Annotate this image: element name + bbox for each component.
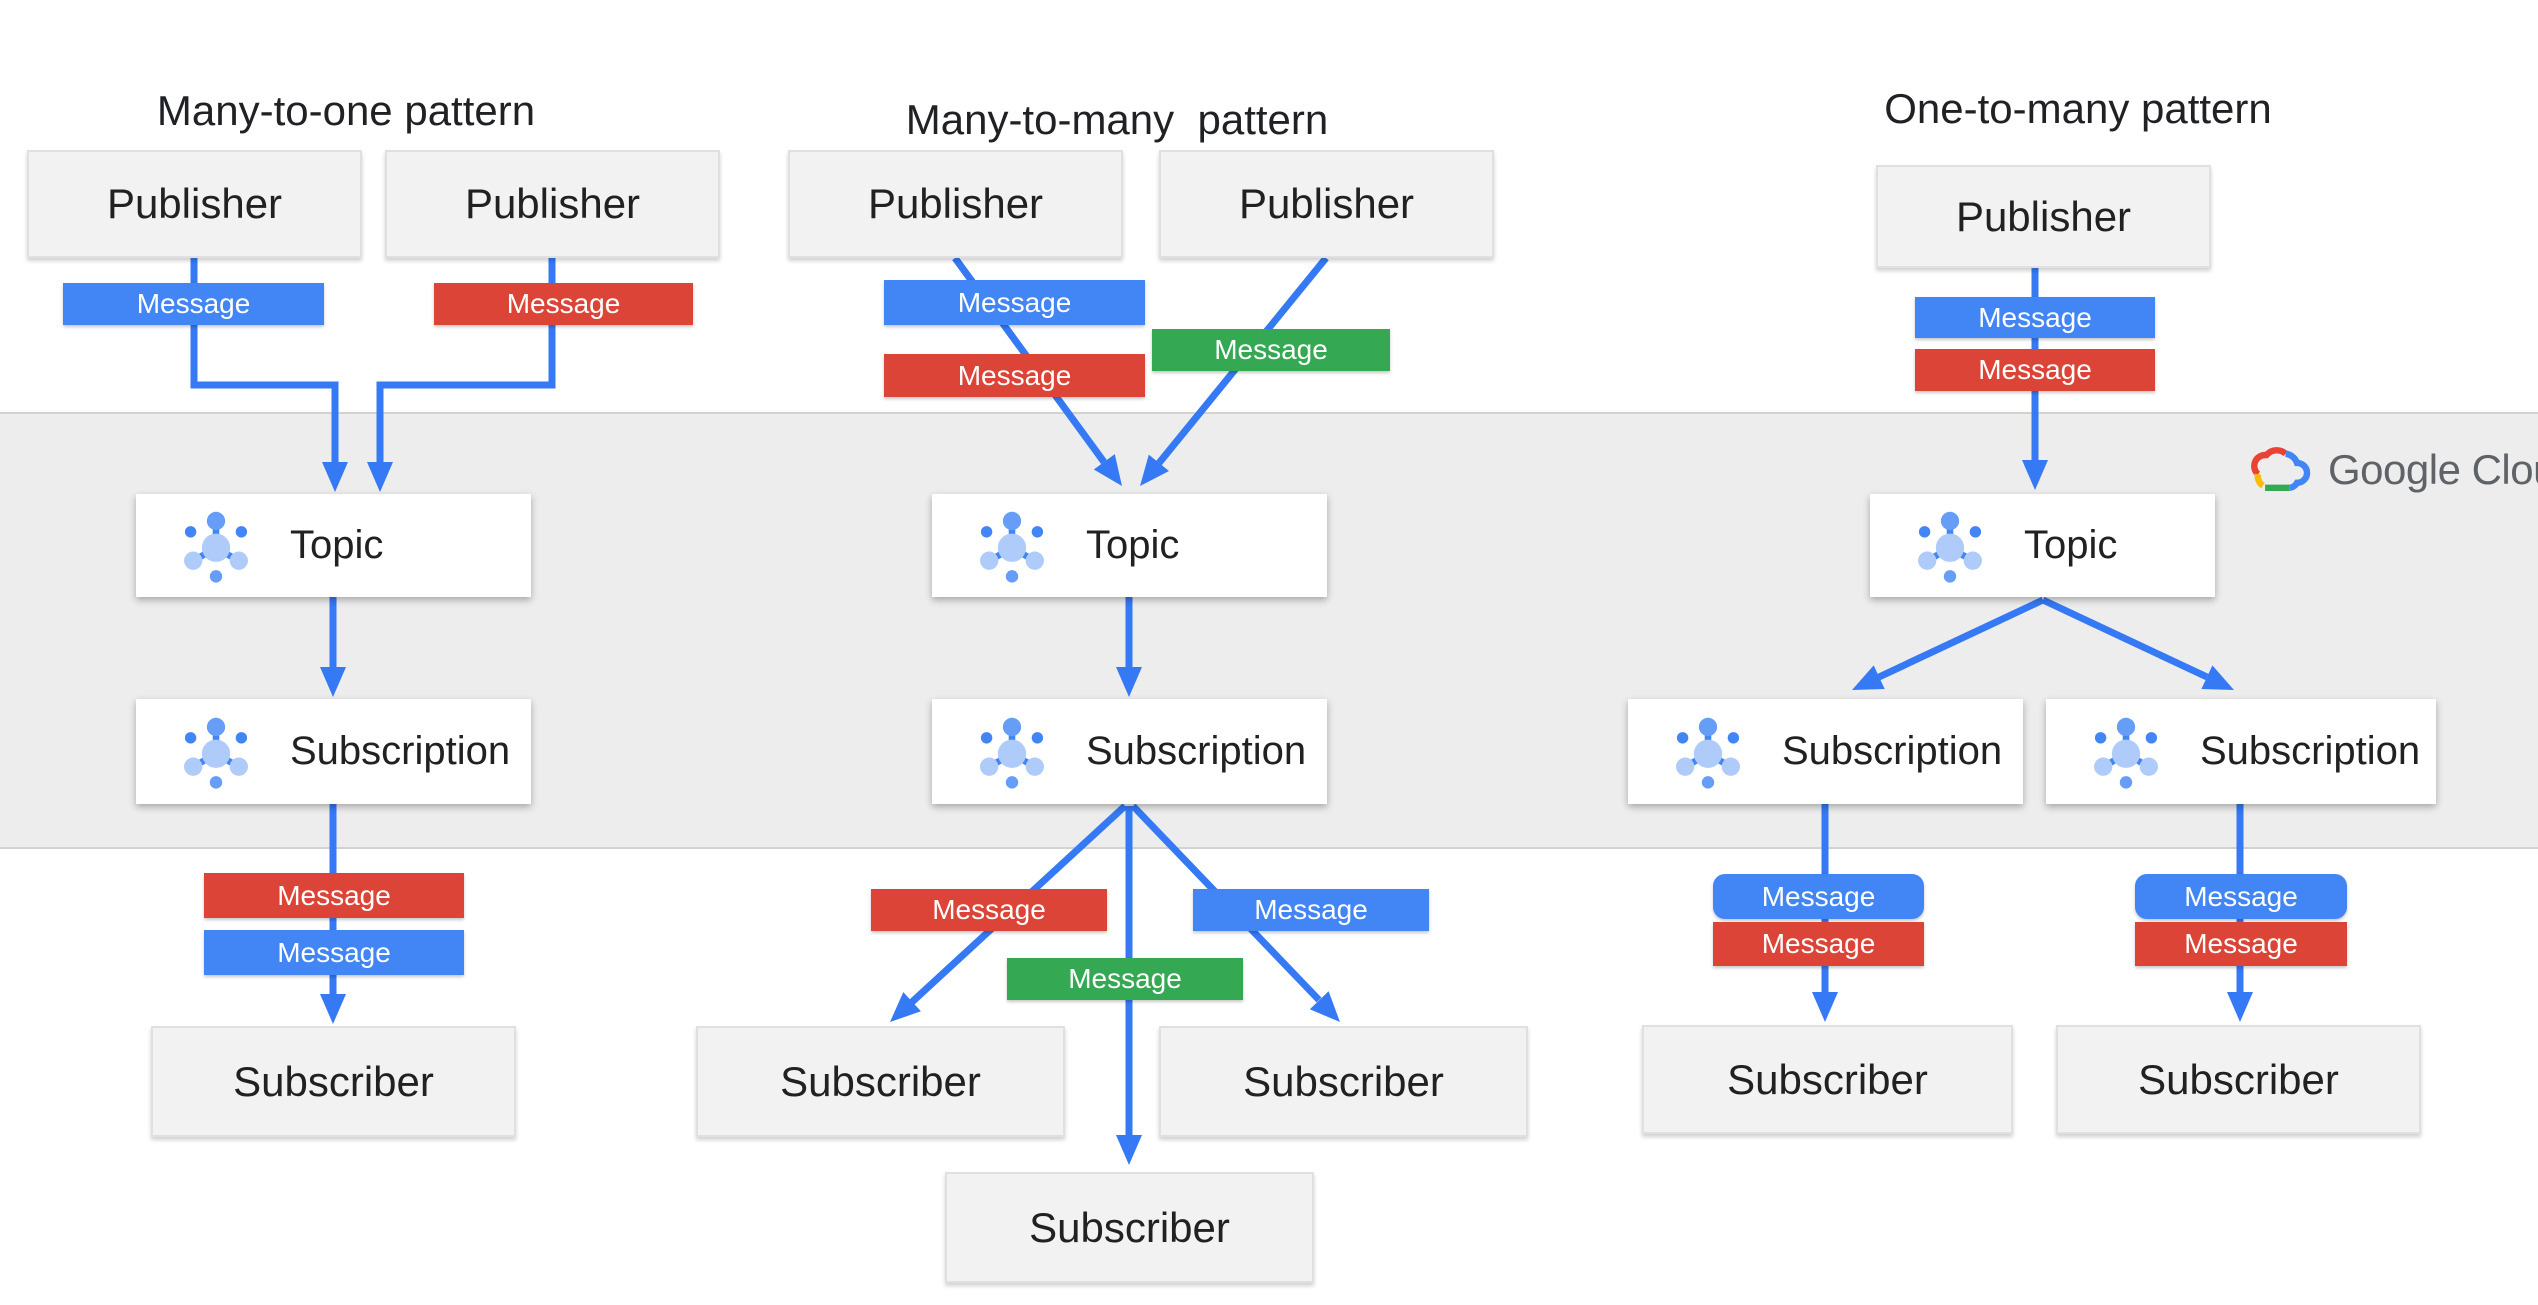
message-chip: Message xyxy=(1152,329,1390,371)
publisher-box: Publisher xyxy=(1159,150,1494,258)
subscription-box: Subscription xyxy=(1628,699,2023,804)
arrow-line xyxy=(2041,596,2209,681)
message-chip: Message xyxy=(884,354,1145,397)
subscription-label: Subscription xyxy=(1086,729,1307,773)
message-chip: Message xyxy=(884,280,1145,325)
subscriber-label: Subscriber xyxy=(233,1057,434,1105)
arrowhead xyxy=(2201,665,2234,690)
publisher-box: Publisher xyxy=(27,150,362,258)
subscriber-box: Subscriber xyxy=(2056,1025,2421,1134)
subscriber-box: Subscriber xyxy=(151,1026,516,1137)
arrowhead xyxy=(322,462,348,492)
publisher-box: Publisher xyxy=(788,150,1123,258)
publisher-label: Publisher xyxy=(464,180,641,227)
publisher-label: Publisher xyxy=(1955,192,2132,240)
message-chip: Message xyxy=(204,873,464,918)
message-chip: Message xyxy=(434,283,693,325)
publisher-box: Publisher xyxy=(385,150,720,258)
arrowhead xyxy=(2022,460,2048,490)
message-chip: Message xyxy=(1007,958,1243,1000)
arrow-line xyxy=(1877,596,2045,681)
message-chip: Message xyxy=(63,283,324,325)
subscription-box: Subscription xyxy=(136,699,531,804)
arrowhead xyxy=(1140,454,1169,486)
subscription-label: Subscription xyxy=(2200,729,2421,773)
topic-label: Topic xyxy=(2024,523,2118,567)
arrowhead xyxy=(1116,667,1142,697)
arrowhead xyxy=(367,462,393,492)
subscriber-box: Subscriber xyxy=(1642,1025,2013,1134)
pubsub-topic-icon xyxy=(174,508,258,584)
arrowhead xyxy=(1093,454,1122,486)
subscription-label: Subscription xyxy=(1782,729,2003,773)
subscriber-label: Subscriber xyxy=(1243,1057,1444,1105)
message-chip: Message xyxy=(2135,922,2347,966)
topic-box: Topic xyxy=(136,494,531,597)
google-cloud-cloud-icon xyxy=(2251,447,2311,491)
arrowhead xyxy=(320,994,346,1024)
publisher-label: Publisher xyxy=(867,180,1044,227)
arrowhead xyxy=(1309,991,1340,1022)
subscriber-box: Subscriber xyxy=(1159,1026,1528,1137)
topic-label: Topic xyxy=(290,523,384,567)
message-chip: Message xyxy=(2135,874,2347,919)
arrowhead xyxy=(1116,1135,1142,1165)
subscriber-box: Subscriber xyxy=(696,1026,1065,1137)
message-chip: Message xyxy=(1713,922,1924,966)
arrowhead xyxy=(1852,665,1885,690)
publisher-label: Publisher xyxy=(1238,180,1415,227)
subscription-box: Subscription xyxy=(932,699,1327,804)
publisher-label: Publisher xyxy=(106,180,283,227)
message-chip: Message xyxy=(1915,349,2155,391)
message-chip: Message xyxy=(1713,874,1924,919)
pattern-title: One-to-many pattern xyxy=(1884,85,2272,132)
message-chip: Message xyxy=(1915,297,2155,338)
subscriber-label: Subscriber xyxy=(2138,1055,2339,1103)
subscriber-box: Subscriber xyxy=(945,1172,1314,1283)
topic-box: Topic xyxy=(1870,494,2215,597)
arrowhead xyxy=(890,992,921,1022)
subscriber-label: Subscriber xyxy=(1029,1203,1230,1251)
message-chip: Message xyxy=(1193,889,1429,931)
subscriber-label: Subscriber xyxy=(780,1057,981,1105)
pubsub-subscription-icon xyxy=(174,714,258,790)
message-chip: Message xyxy=(204,930,464,975)
arrowhead xyxy=(1812,992,1838,1022)
pubsub-topic-icon xyxy=(970,508,1054,584)
arrowhead xyxy=(320,667,346,697)
google-cloud-logo: Google Cloud xyxy=(2248,436,2538,504)
topic-box: Topic xyxy=(932,494,1327,597)
google-cloud-wordmark: Google Cloud xyxy=(2328,446,2538,493)
publisher-box: Publisher xyxy=(1876,165,2211,268)
subscriber-label: Subscriber xyxy=(1727,1055,1928,1103)
message-chip: Message xyxy=(871,889,1107,931)
pubsub-subscription-icon xyxy=(1666,714,1750,790)
topic-label: Topic xyxy=(1086,523,1180,567)
arrowhead xyxy=(2227,992,2253,1022)
subscription-label: Subscription xyxy=(290,729,511,773)
pattern-title: Many-to-many pattern xyxy=(905,96,1329,143)
subscription-box: Subscription xyxy=(2046,699,2436,804)
pubsub-subscription-icon xyxy=(970,714,1054,790)
pubsub-subscription-icon xyxy=(2084,714,2168,790)
pubsub-topic-icon xyxy=(1908,508,1992,584)
pattern-title: Many-to-one pattern xyxy=(156,87,536,134)
